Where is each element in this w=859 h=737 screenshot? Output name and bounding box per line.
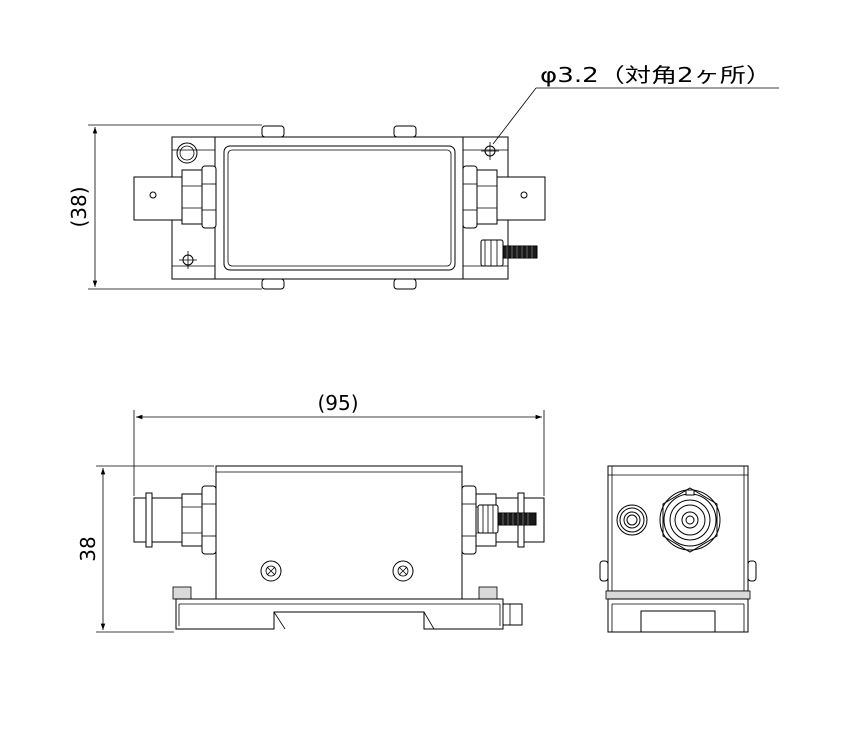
ground-terminal-front — [477, 504, 537, 534]
dim-front-height: 38 — [76, 465, 214, 633]
bnc-connector-side — [659, 487, 721, 553]
top-housing — [214, 136, 464, 280]
right-bnc-connector-top — [462, 165, 546, 229]
hole-callout: φ3.2（対角2ヶ所） — [492, 63, 779, 145]
ground-terminal-side — [616, 504, 648, 536]
hole-callout-label: φ3.2（対角2ヶ所） — [540, 63, 772, 87]
ground-terminal-top — [480, 239, 538, 267]
front-base-rail — [172, 586, 523, 630]
side-base — [605, 590, 751, 633]
dim-front-width: (95) — [133, 391, 545, 496]
front-screw — [260, 560, 282, 582]
dim-top-height: (38) — [67, 124, 262, 290]
front-screw — [392, 560, 414, 582]
top-lid — [223, 145, 456, 271]
side-view — [599, 465, 757, 633]
top-tab — [261, 125, 285, 138]
front-housing — [215, 465, 463, 600]
left-bnc-connector-front — [133, 485, 217, 555]
dim-front-width-label: (95) — [317, 391, 358, 415]
top-tab — [261, 278, 285, 290]
left-bnc-connector-top — [133, 165, 217, 229]
top-tab — [393, 125, 417, 138]
top-tab — [393, 278, 417, 290]
dim-top-height-label: (38) — [67, 186, 91, 227]
top-view: (38) φ3.2（対角2ヶ所） — [67, 63, 779, 290]
front-view: (95) 38 — [76, 391, 545, 633]
dim-front-height-label: 38 — [76, 536, 100, 561]
mount-hole-large — [176, 142, 198, 164]
